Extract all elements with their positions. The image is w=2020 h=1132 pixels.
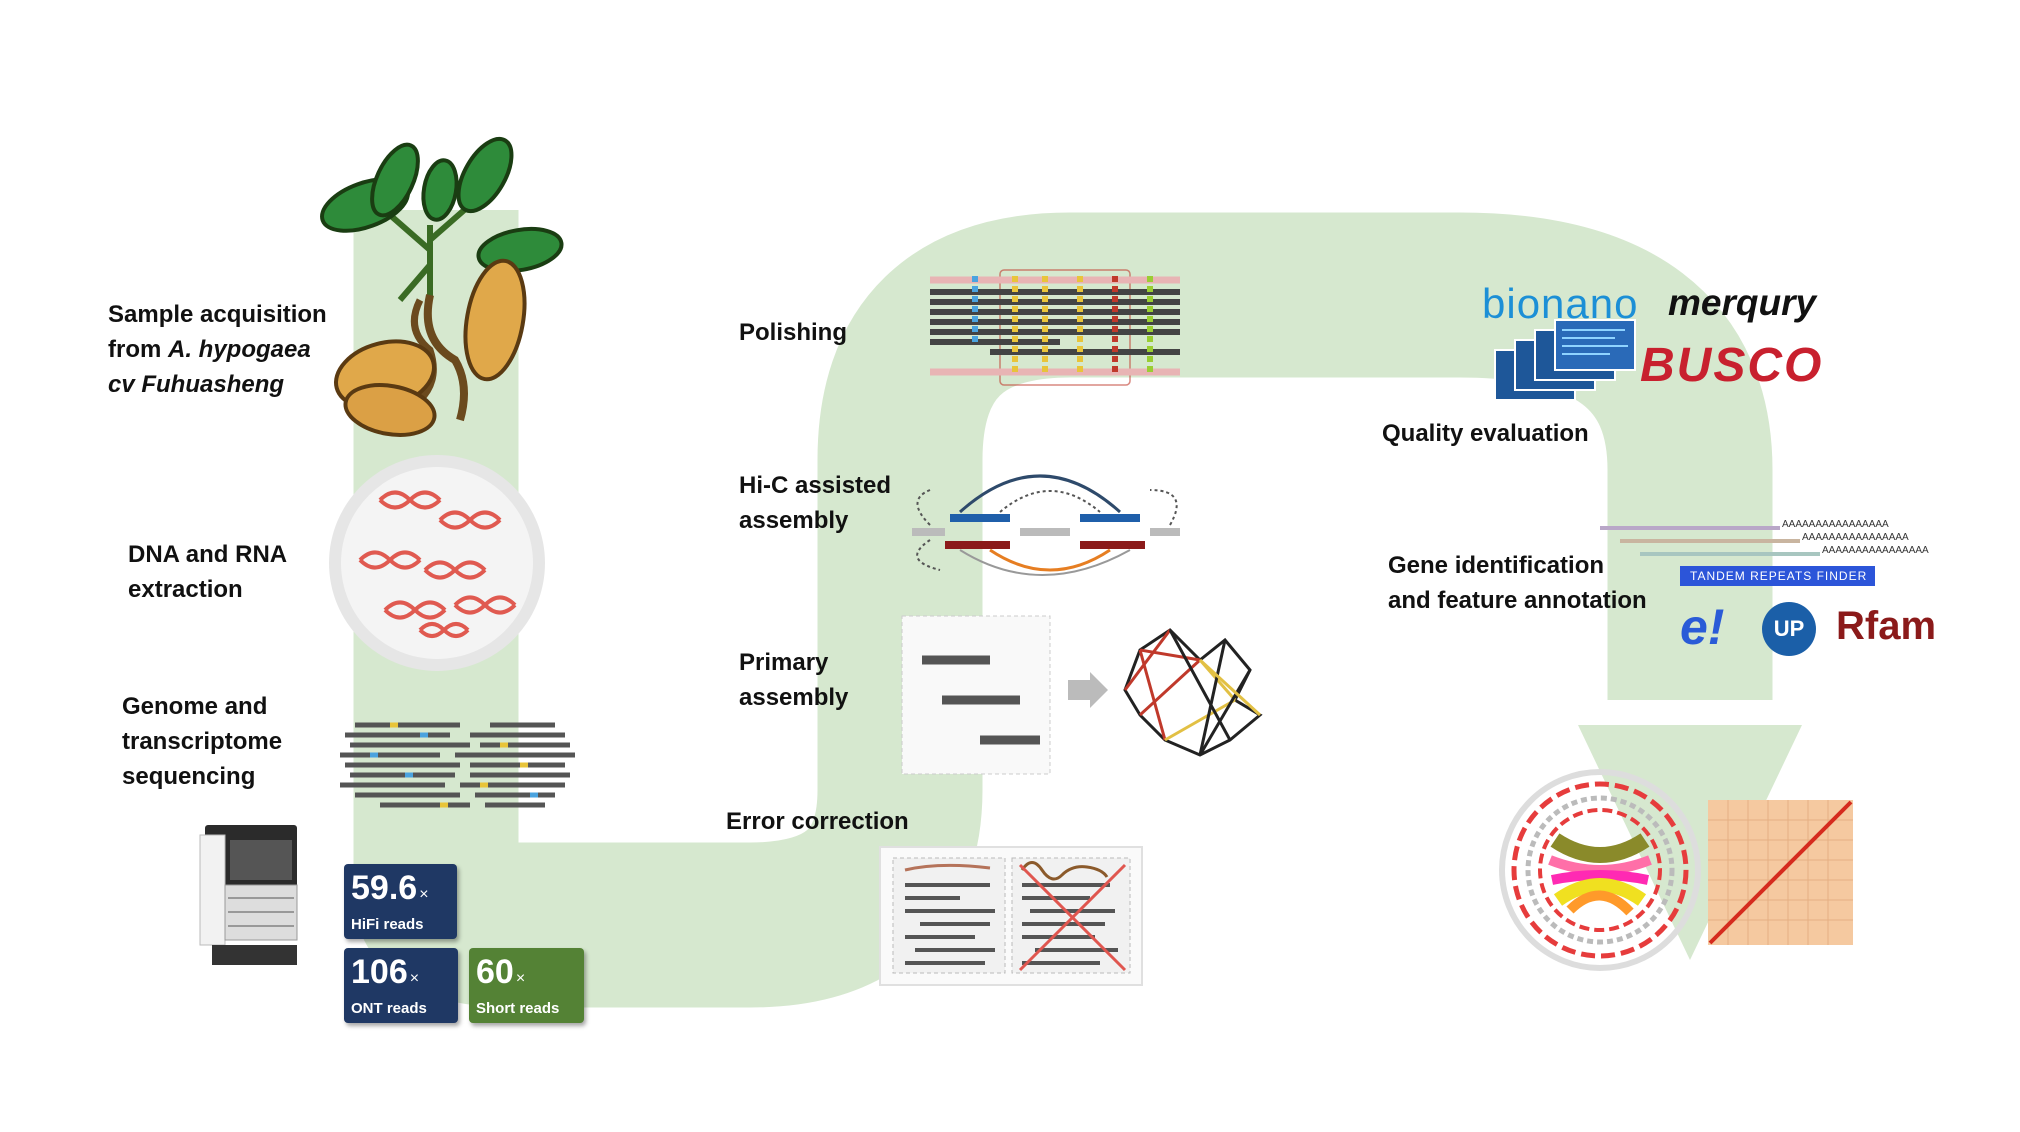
step-polishing: Polishing — [739, 319, 847, 346]
dna-petri-dish-icon — [329, 455, 545, 671]
peanut-plant-icon — [320, 136, 564, 437]
hic-label-line2: assembly — [739, 507, 849, 534]
error-correction-icon — [879, 846, 1143, 986]
polya-line-1: AAAAAAAAAAAAAAAA — [1782, 519, 1889, 530]
screens-stack-icon — [1494, 319, 1636, 401]
polishing-icon — [930, 269, 1180, 386]
sample-label-line3: cv Fuhuasheng — [108, 367, 327, 402]
badge-ont-label: ONT reads — [351, 1000, 427, 1017]
hifi-unit: × — [419, 886, 429, 903]
step-sequencing: Genome and transcriptome sequencing — [122, 689, 282, 794]
busco-logo: BUSCO — [1640, 339, 1824, 392]
sequencing-label-line1: Genome and — [122, 693, 268, 720]
badge-short-value: 60× — [476, 954, 525, 997]
sequencing-label-line3: sequencing — [122, 763, 256, 790]
trf-logo-bar — [1680, 566, 1875, 586]
badge-hifi-label: HiFi reads — [351, 916, 424, 933]
hic-label-line1: Hi-C assisted — [739, 472, 892, 499]
badge-hifi: 59.6× HiFi reads — [344, 864, 457, 939]
primary-label-line2: assembly — [739, 684, 849, 711]
badge-ont: 106× ONT reads — [344, 948, 458, 1023]
annotation-label-line1: Gene identification — [1388, 552, 1605, 579]
flow-arrowhead — [1578, 725, 1802, 960]
extraction-label-line2: extraction — [128, 576, 243, 603]
sequencing-label-line2: transcriptome — [122, 728, 283, 755]
step-annotation: Gene identification and feature annotati… — [1388, 548, 1647, 618]
step-extraction: DNA and RNA extraction — [128, 537, 287, 607]
primary-label-line1: Primary — [739, 649, 829, 676]
step-error-correction: Error correction — [726, 808, 909, 835]
ensembl-logo: e! — [1680, 599, 1725, 655]
circos-plot-icon — [1499, 769, 1701, 971]
short-unit: × — [515, 970, 526, 987]
badge-ont-value: 106× — [351, 954, 419, 997]
step-primary-assembly: Primary assembly — [739, 645, 848, 715]
hifi-value: 59.6 — [351, 869, 418, 907]
sample-label-line2: from A. hypogaea — [108, 332, 327, 367]
rfam-logo: Rfam — [1836, 604, 1937, 648]
primary-assembly-icon — [901, 615, 1263, 775]
species-name: A. hypogaea — [168, 336, 311, 363]
ont-value: 106 — [351, 953, 408, 991]
uniprot-logo-text: UP — [1773, 616, 1805, 641]
badge-short: 60× Short reads — [469, 948, 584, 1023]
step-hic-assembly: Hi-C assisted assembly — [739, 468, 891, 538]
bionano-logo: bionano — [1482, 280, 1639, 327]
sample-label-line1: Sample acquisition — [108, 301, 327, 328]
ont-unit: × — [409, 970, 420, 987]
annotation-label-line2: and feature annotation — [1388, 587, 1647, 614]
hic-assembly-icon — [912, 474, 1180, 576]
step-quality-evaluation: Quality evaluation — [1382, 420, 1589, 447]
uniprot-logo: UP — [1762, 602, 1816, 656]
sequencer-machine-icon — [199, 825, 298, 965]
sequencing-reads-icon — [340, 722, 575, 808]
polya-line-3: AAAAAAAAAAAAAAAA — [1822, 545, 1929, 556]
extraction-label-line1: DNA and RNA — [128, 541, 288, 568]
polya-line-2: AAAAAAAAAAAAAAAA — [1802, 532, 1909, 543]
hic-heatmap-icon — [1708, 800, 1853, 945]
badge-hifi-value: 59.6× — [351, 870, 429, 913]
sample-label-prefix: from — [108, 336, 168, 363]
short-value: 60 — [476, 953, 514, 991]
step-sample-acquisition: Sample acquisition from A. hypogaea cv F… — [108, 297, 327, 402]
merqury-logo: merqury — [1668, 282, 1817, 323]
badge-short-label: Short reads — [476, 1000, 560, 1017]
cultivar-name: cv Fuhuasheng — [108, 371, 285, 398]
annotation-reads-icon — [1600, 526, 1820, 556]
trf-logo: TANDEM REPEATS FINDER — [1690, 569, 1868, 583]
